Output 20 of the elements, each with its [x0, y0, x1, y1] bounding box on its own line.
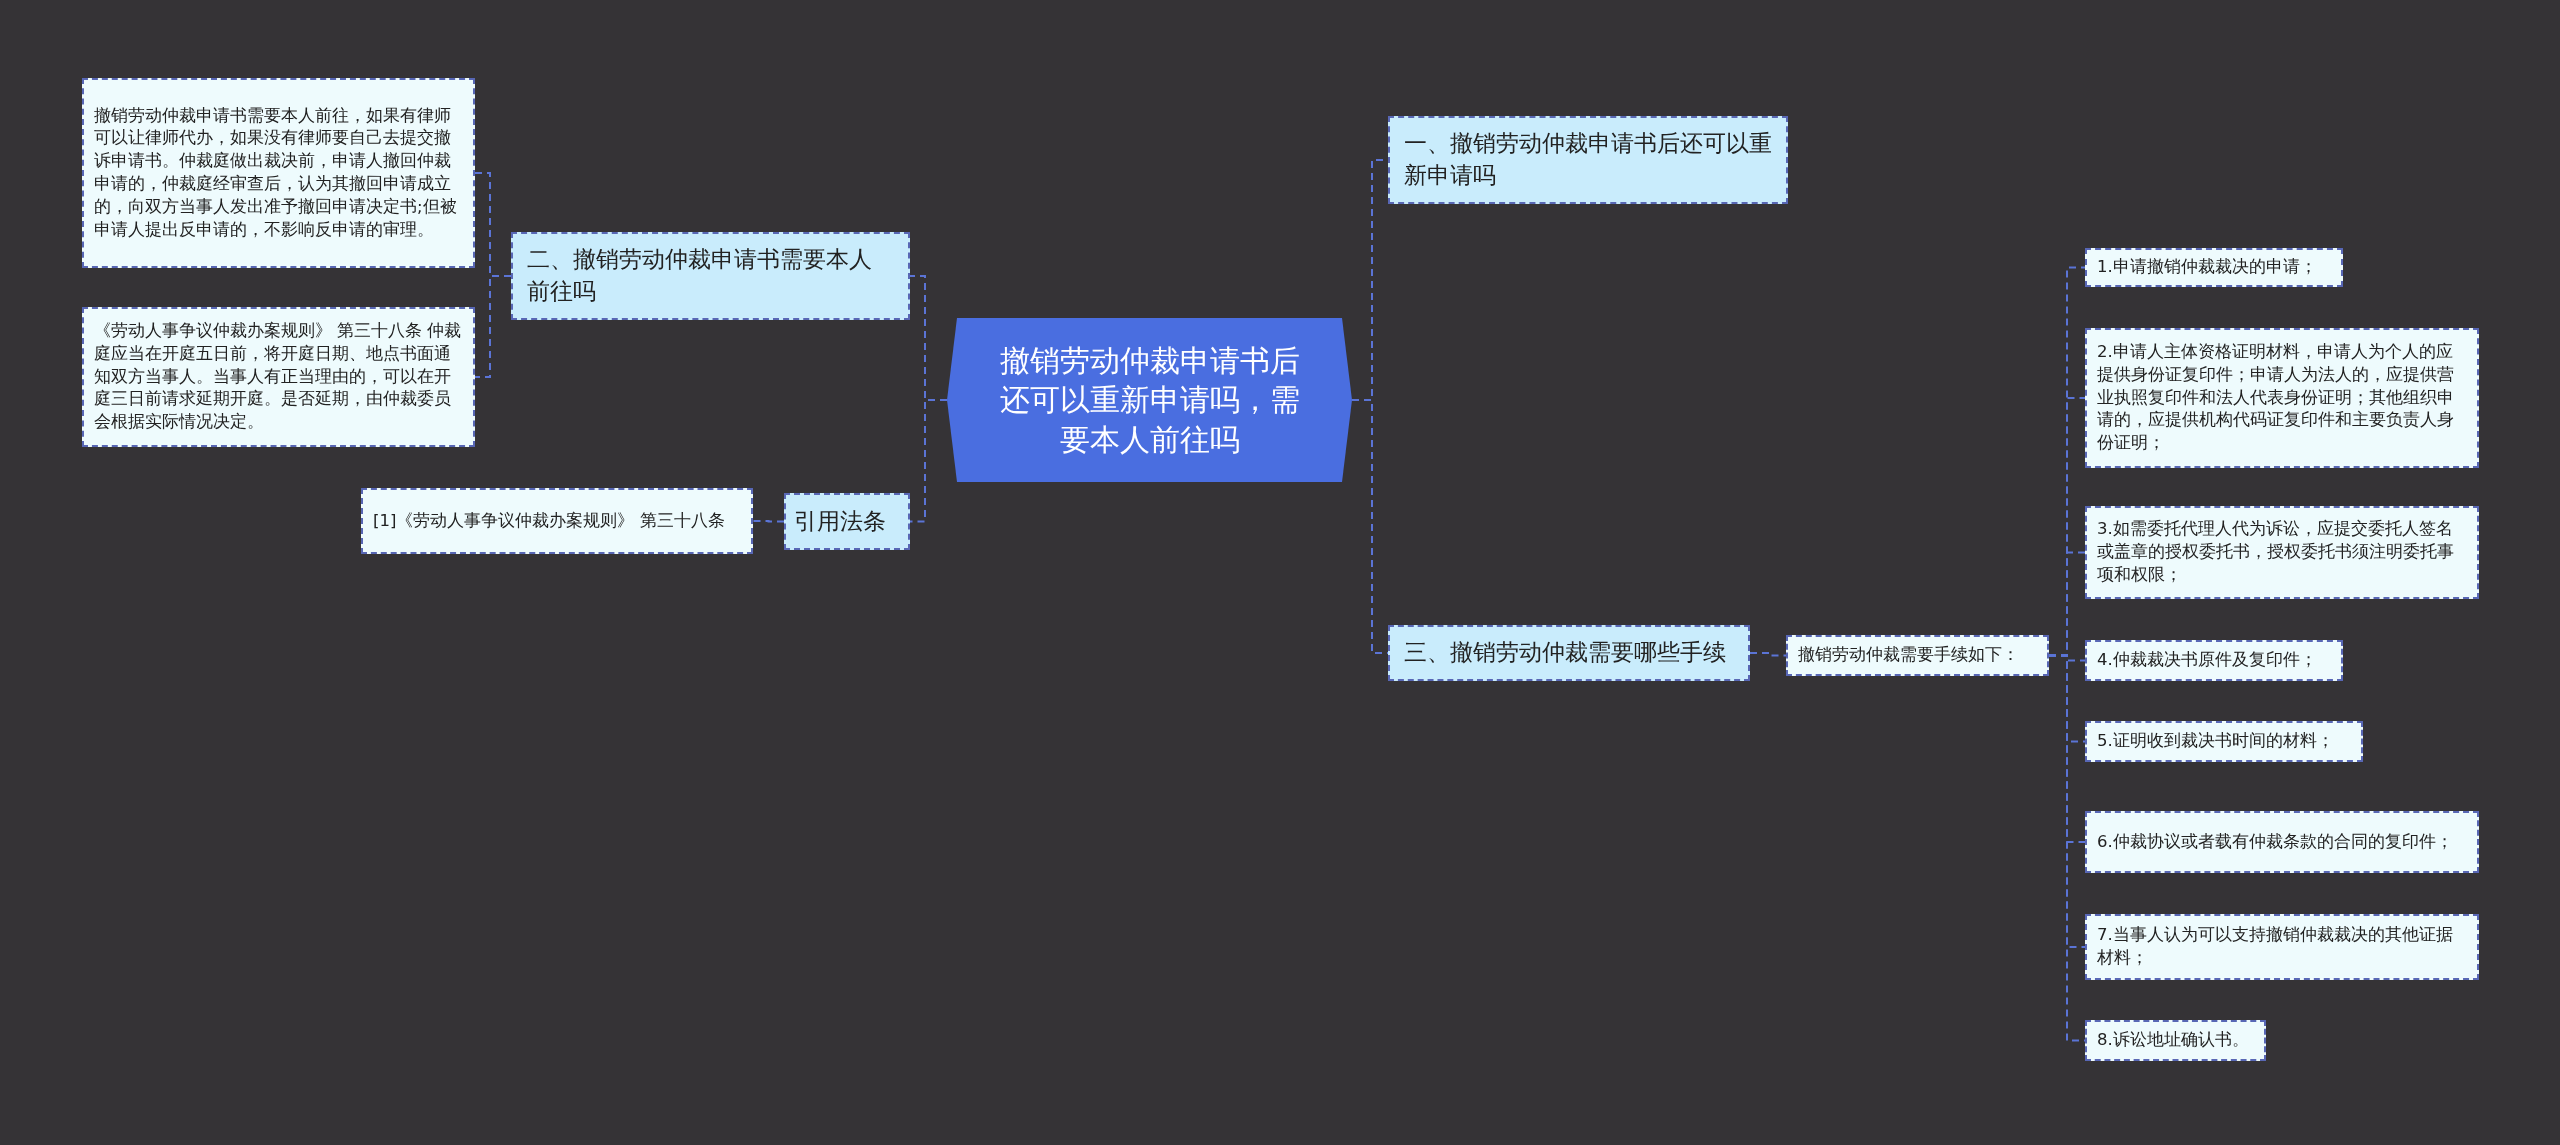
note-box: 撤销劳动仲裁需要手续如下：: [1786, 635, 2049, 676]
note-box: 6.仲裁协议或者载有仲裁条款的合同的复印件；: [2085, 811, 2479, 873]
connector-line: [474, 275, 512, 378]
connector-line: [1749, 652, 1787, 657]
connector-line: [752, 520, 785, 523]
note-box: 4.仲裁裁决书原件及复印件；: [2085, 640, 2343, 681]
note-box: 《劳动人事争议仲裁办案规则》 第三十八条 仲裁庭应当在开庭五日前，将开庭日期、地点书面通知双方当事人。当事人有正当理由的，可以在开庭三日前请求延期开庭。是否延期，由仲裁委员会根据实际情况决定。: [82, 307, 475, 447]
topic-box: 引用法条: [784, 493, 910, 550]
topic-box: 三、撤销劳动仲裁需要哪些手续: [1388, 625, 1750, 681]
note-box: [1]《劳动人事争议仲裁办案规则》 第三十八条: [361, 488, 753, 554]
note-box: 5.证明收到裁决书时间的材料；: [2085, 721, 2363, 762]
connector-line: [909, 399, 948, 523]
note-box: 2.申请人主体资格证明材料，申请人为个人的应提供身份证复印件；申请人为法人的，应提供营业执照复印件和法人代表身份证明；其他组织申请的，应提供机构代码证复印件和主要负责人身份证明；: [2085, 328, 2479, 468]
note-box: 撤销劳动仲裁申请书需要本人前往，如果有律师可以让律师代办，如果没有律师要自己去提交撤诉申请书。仲裁庭做出裁决前，申请人撤回仲裁申请的，仲裁庭经审查后，认为其撤回申请成立的，向双方当事人发出准予撤回申请决定书;但被申请人提出反申请的，不影响反申请的审理。: [82, 78, 475, 268]
note-box: 1.申请撤销仲裁裁决的申请；: [2085, 248, 2343, 287]
note-box: 8.诉讼地址确认书。: [2085, 1020, 2266, 1061]
note-box: 3.如需委托代理人代为诉讼，应提交委托人签名或盖章的授权委托书，授权委托书须注明委托事项和权限；: [2085, 506, 2479, 599]
note-box: 7.当事人认为可以支持撤销仲裁裁决的其他证据材料；: [2085, 914, 2479, 980]
topic-box: 二、撤销劳动仲裁申请书需要本人前往吗: [511, 232, 910, 320]
topic-box: 一、撤销劳动仲裁申请书后还可以重新申请吗: [1388, 116, 1788, 204]
